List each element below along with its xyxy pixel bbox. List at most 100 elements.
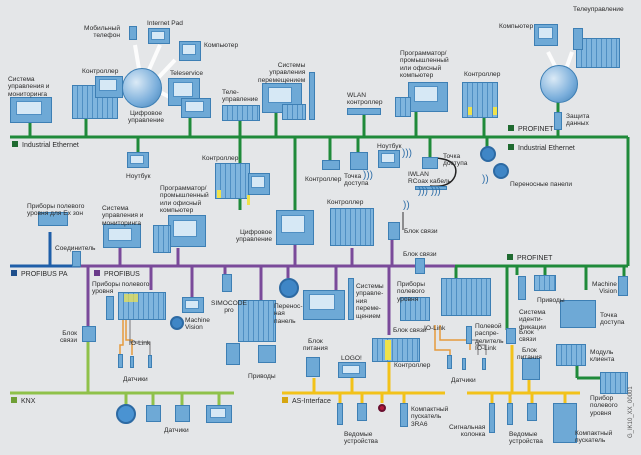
label-sensors-left: Датчики	[123, 376, 148, 383]
label-pg-top: Программатор/ промышленный или офисный к…	[400, 50, 449, 80]
knx-panel-icon	[206, 405, 232, 423]
pg-top-computer	[408, 82, 448, 112]
label-link-3: Блок связи	[393, 327, 427, 334]
controller-small-device	[322, 160, 340, 170]
wifi-signal-icon: )))	[402, 148, 412, 159]
label-cnc-top: Цифровое управление	[128, 110, 165, 125]
sensor-io-link-icon	[148, 355, 152, 368]
label-access-point-1: Точка доступа	[344, 173, 369, 188]
asi-slave-icon	[507, 403, 513, 425]
ident-system-device	[518, 276, 526, 300]
controller-profibus-rack	[330, 208, 374, 246]
wifi-signal-icon: ))	[403, 200, 410, 211]
ex-field-device	[38, 212, 68, 226]
legend-profinet-top: PROFINET	[508, 125, 553, 134]
motion-panel-mid	[303, 290, 345, 320]
access-point-1-device	[350, 152, 368, 170]
legend-industrial-ethernet-right: Industrial Ethernet	[508, 144, 575, 153]
internet-globe-right-icon	[540, 65, 578, 103]
compact-starter-device	[553, 403, 577, 443]
label-mobile-panels: Переносные панели	[510, 181, 573, 188]
label-notebook-right: Ноутбук	[377, 143, 402, 150]
link-module-knx	[82, 326, 96, 342]
asi-slave-icon	[527, 403, 537, 421]
signal-column-icon	[489, 403, 495, 433]
asi-slave-icon	[357, 403, 367, 421]
label-controller-top-left: Контроллер	[82, 68, 119, 75]
label-sensors-right: Датчики	[451, 377, 476, 384]
hmi-panel-mid	[103, 224, 141, 248]
label-drives-mid: Приводы	[248, 373, 276, 380]
sensor-io-link-icon	[130, 356, 134, 368]
label-slaves-left: Ведомые устройства	[344, 431, 378, 446]
image-id: G_IK10_XX_00001	[628, 386, 634, 438]
label-telecontrol-left: Теле- управление	[222, 89, 259, 104]
label-motion-mid: Системы управле- ния переме- щением	[356, 283, 384, 320]
label-power-supply-left: Блок питания	[303, 338, 328, 353]
label-controller-profibus: Контроллер	[327, 199, 364, 206]
telecontrol-right-rack	[576, 38, 620, 68]
wifi-signal-icon: )))	[363, 170, 373, 181]
cnc-panel-mid	[276, 210, 314, 245]
label-logo: LOGO!	[341, 355, 362, 362]
label-compact-starter: Компактный пускатель	[575, 430, 613, 445]
label-mobile-phone: Мобильный телефон	[84, 25, 121, 40]
computer-right-laptop-icon	[534, 24, 558, 46]
mobile-panel-2-icon	[493, 163, 509, 179]
label-link-2: Блок связи	[403, 251, 437, 258]
mobile-phone-icon	[129, 26, 137, 40]
link-module-4	[506, 328, 516, 344]
label-machine-vision-left: Machine Vision	[185, 317, 210, 332]
label-computer-top: Компьютер	[204, 42, 239, 49]
label-link-1: Блок связи	[404, 228, 438, 235]
label-signal-column: Сигнальная колонка	[449, 424, 486, 439]
label-wlan-controller: WLAN контроллер	[347, 92, 383, 107]
drives-right-rack	[534, 275, 556, 291]
label-drives-right: Приводы	[537, 297, 565, 304]
power-supply-left-device	[306, 357, 320, 377]
label-field-devices-ex: Приборы полевого уровня для Ex зон	[27, 203, 85, 218]
asi-slave-icon	[337, 403, 343, 425]
notebook-left-icon	[127, 152, 149, 168]
link-module-1	[388, 222, 400, 240]
legend-profibus-pa: PROFIBUS PA	[11, 270, 68, 279]
controller-mid-pc	[248, 173, 270, 195]
data-security-device	[554, 112, 562, 130]
label-controller-asi: Контроллер	[394, 362, 431, 369]
cnc-panel-top	[181, 98, 211, 118]
wifi-signal-icon: ))	[482, 174, 489, 185]
label-link-4: Блок связи	[519, 329, 537, 344]
coupler-device	[72, 251, 81, 267]
legend-profinet-mid: PROFINET	[507, 254, 552, 263]
sensor-io-link-icon	[118, 354, 123, 368]
field-device-right-rack	[600, 372, 628, 394]
label-field-devices-pn: Приборы полевого уровня	[397, 281, 425, 303]
label-compact-starter-3ra6: Компактный пускатель 3RA6	[411, 406, 449, 428]
legend-as-interface: AS-Interface	[282, 397, 331, 406]
controller-hmi-top-left	[95, 76, 123, 98]
label-machine-vision-right: Machine Vision	[592, 281, 617, 296]
label-simocode: SIMOCODE pro	[211, 300, 247, 315]
computer-laptop-icon	[179, 41, 201, 61]
link-profinet-rack	[400, 297, 430, 321]
label-notebook-left: Ноутбук	[126, 173, 151, 180]
wlan-controller-device	[347, 108, 381, 115]
label-client-module: Модуль клиента	[590, 349, 615, 364]
label-link-knx: Блок связи	[60, 330, 78, 345]
label-hmi-mid: Система управления и мониторинга	[102, 205, 144, 227]
drives-mid-rack	[238, 300, 276, 342]
label-cnc-mid: Цифровое управление	[236, 229, 273, 244]
internet-pad-icon	[148, 28, 170, 44]
label-controller-top-right: Контроллер	[464, 71, 501, 78]
drives-mid-unit	[258, 345, 276, 363]
compact-starter-3ra6-device	[400, 403, 408, 427]
label-slaves-right: Ведомые устройства	[509, 431, 543, 446]
knx-sensor-round-icon	[116, 404, 136, 424]
label-iwlan-rcoax: IWLAN RCoax кабель	[408, 171, 452, 186]
label-access-point-3: Точка доступа	[600, 312, 625, 327]
label-telecontrol-right: Телеуправление	[573, 6, 624, 13]
label-coupler: Соединитель	[55, 245, 96, 252]
machine-vision-left-box	[182, 297, 204, 313]
